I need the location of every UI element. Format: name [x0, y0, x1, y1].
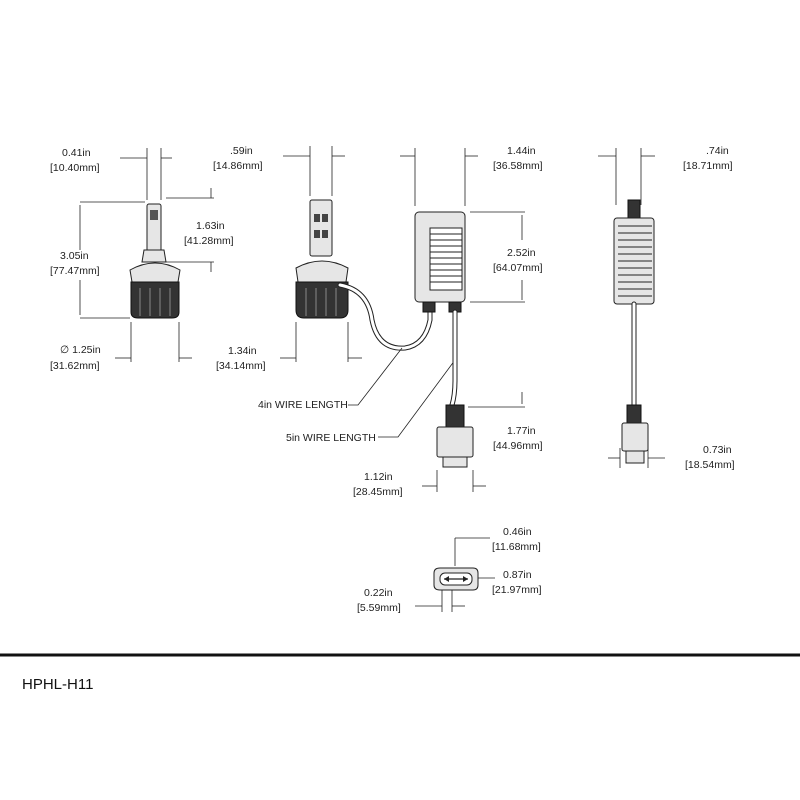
driver-side-cap	[627, 199, 641, 219]
side-heatsink	[295, 281, 349, 319]
connector-sleeve	[445, 404, 465, 428]
driver-side-dim-width-in: .74in	[706, 145, 729, 157]
connector-dim-width-mm: [28.45mm]	[353, 486, 403, 498]
connector-tip	[442, 456, 468, 468]
driver-dim-width-in: 1.44in	[507, 145, 536, 157]
front-dim-top-mm: [41.28mm]	[184, 235, 234, 247]
side-dim-base-mm: [34.14mm]	[216, 360, 266, 372]
front-dim-base-in: ∅ 1.25in	[60, 344, 101, 356]
driver-left-port	[422, 301, 436, 313]
model-label: HPHL-H11	[22, 676, 93, 693]
front-dim-width-mm: [10.40mm]	[50, 162, 100, 174]
wire-5in-label: 5in WIRE LENGTH	[286, 432, 376, 444]
driver-dim-height-mm: [64.07mm]	[493, 262, 543, 274]
driver-side-dim-width-mm: [18.71mm]	[683, 160, 733, 172]
side-view: .59in [14.86mm] 1.34in [34.14mm] 4in WIR…	[213, 145, 456, 444]
plug-end-dim-c-mm: [5.59mm]	[357, 602, 401, 614]
front-view: 0.41in [10.40mm] 3.05in [77.47mm] 1.63in…	[50, 147, 234, 372]
side-collar	[295, 260, 349, 283]
driver-box: 1.44in [36.58mm] 2.52in [64.07mm] 1.77in…	[353, 145, 543, 498]
side-led-board	[309, 199, 333, 257]
wire-4in-label: 4in WIRE LENGTH	[258, 399, 348, 411]
driver-side-plug	[621, 422, 649, 452]
connector-dim-width-in: 1.12in	[364, 471, 393, 483]
connector-dim-height-mm: [44.96mm]	[493, 440, 543, 452]
front-dim-top-in: 1.63in	[196, 220, 225, 232]
connector-dim-height-in: 1.77in	[507, 425, 536, 437]
front-dim-height-in: 3.05in	[60, 250, 89, 262]
front-heatsink	[130, 281, 180, 319]
front-collar	[129, 262, 181, 283]
plug-end-dim-c-in: 0.22in	[364, 587, 393, 599]
side-dim-width-mm: [14.86mm]	[213, 160, 263, 172]
plug-end-dim-a-in: 0.46in	[503, 526, 532, 538]
front-dim-height-mm: [77.47mm]	[50, 265, 100, 277]
plug-end-dim-a-mm: [11.68mm]	[492, 541, 541, 553]
driver-dim-height-in: 2.52in	[507, 247, 536, 259]
driver-side-sleeve	[626, 404, 642, 424]
front-dim-width-in: 0.41in	[62, 147, 91, 159]
side-dim-width-in: .59in	[230, 145, 253, 157]
plug-end-dim-b-mm: [21.97mm]	[492, 584, 542, 596]
front-dim-base-mm: [31.62mm]	[50, 360, 100, 372]
front-neck	[141, 249, 167, 263]
plug-end-view: 0.46in [11.68mm] 0.87in [21.97mm] 0.22in…	[357, 526, 542, 614]
driver-side-view: .74in [18.71mm] 0.73in [18.54mm]	[598, 145, 735, 471]
side-dim-base-in: 1.34in	[228, 345, 257, 357]
driver-side-tip	[625, 450, 645, 464]
driver-side-dim-plug-mm: [18.54mm]	[685, 459, 735, 471]
driver-side-dim-plug-in: 0.73in	[703, 444, 732, 456]
front-led-chip	[150, 210, 158, 220]
connector-body	[436, 426, 474, 458]
driver-dim-width-mm: [36.58mm]	[493, 160, 543, 172]
plug-end-dim-b-in: 0.87in	[503, 569, 532, 581]
